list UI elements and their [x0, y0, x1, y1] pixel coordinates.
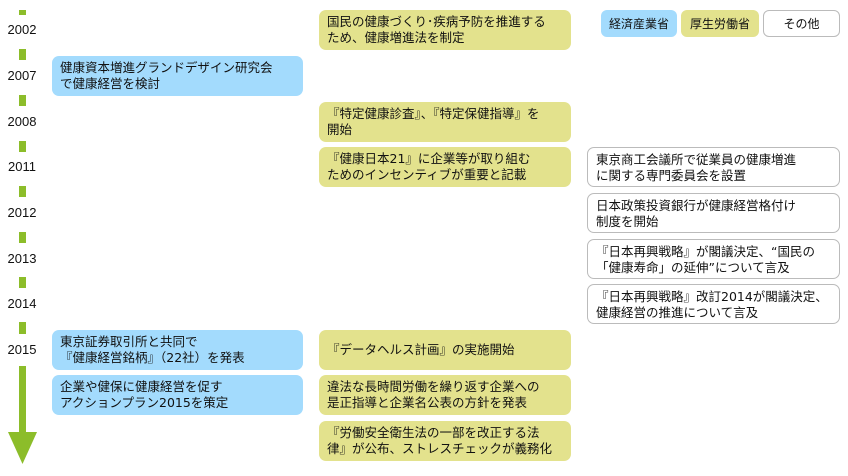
event-text: ため、健康増進法を制定	[327, 30, 465, 45]
event-text: 日本政策投資銀行が健康経営格付け	[596, 198, 797, 213]
event-text: 国民の健康づくり･疾病予防を推進する	[327, 14, 546, 29]
event-card: 日本政策投資銀行が健康経営格付け制度を開始	[587, 193, 840, 233]
event-card: 健康資本増進グランドデザイン研究会で健康経営を検討	[52, 56, 303, 96]
event-text: ためのインセンティブが重要と記載	[327, 167, 527, 182]
event-card: 国民の健康づくり･疾病予防を推進するため、健康増進法を制定	[319, 10, 571, 50]
year-label: 2014	[7, 296, 37, 311]
event-text: 『データヘルス計画』の実施開始	[327, 342, 515, 357]
event-text: 「健康寿命」の延伸”について言及	[596, 260, 790, 275]
event-card: 『日本再興戦略』改訂2014が閣議決定、健康経営の推進について言及	[587, 284, 840, 324]
legend-other: その他	[763, 10, 840, 37]
event-text: に関する専門委員会を設置	[596, 168, 747, 183]
event-text: 『日本再興戦略』が閣議決定、“国民の	[596, 244, 815, 259]
event-card: 東京証券取引所と共同で『健康経営銘柄』（22社）を発表	[52, 330, 303, 370]
event-text: 是正指導と企業名公表の方針を発表	[327, 395, 528, 410]
event-text: 『健康日本21』に企業等が取り組む	[327, 151, 531, 166]
year-label: 2007	[7, 68, 37, 83]
year-label: 2011	[8, 159, 36, 174]
timeline-segment	[19, 49, 26, 60]
event-text: 東京商工会議所で従業員の健康増進	[596, 152, 797, 167]
event-text: 東京証券取引所と共同で	[60, 334, 198, 349]
event-text: 健康資本増進グランドデザイン研究会	[60, 60, 273, 75]
legend-mhlw: 厚生労働省	[681, 10, 759, 37]
event-card: 『健康日本21』に企業等が取り組むためのインセンティブが重要と記載	[319, 147, 571, 187]
event-card: 『データヘルス計画』の実施開始	[319, 330, 571, 370]
event-text: 『日本再興戦略』改訂2014が閣議決定、	[596, 289, 828, 304]
legend-meti: 経済産業省	[601, 10, 677, 37]
arrow-down-icon	[8, 432, 37, 464]
timeline-segment	[19, 186, 26, 197]
event-text: 健康経営の推進について言及	[596, 305, 759, 320]
timeline-segment	[19, 95, 26, 106]
event-text: 『特定健康診査』、『特定保健指導』を	[327, 106, 540, 121]
timeline-segment	[19, 277, 26, 288]
year-label: 2008	[7, 114, 37, 129]
event-text: アクションプラン2015を策定	[60, 395, 229, 410]
event-text: 違法な長時間労働を繰り返す企業への	[327, 379, 540, 394]
event-text: 律』が公布、ストレスチェックが義務化	[327, 441, 553, 456]
event-text: 企業や健保に健康経営を促す	[60, 379, 223, 394]
timeline-segment	[19, 10, 26, 15]
event-text: 『労働安全衛生法の一部を改正する法	[327, 425, 540, 440]
timeline-segment	[19, 232, 26, 243]
event-text: 開始	[327, 122, 353, 137]
year-label: 2015	[7, 342, 37, 357]
timeline-segment	[19, 366, 26, 436]
year-label: 2013	[7, 251, 37, 266]
event-card: 違法な長時間労働を繰り返す企業への是正指導と企業名公表の方針を発表	[319, 375, 571, 415]
event-card: 東京商工会議所で従業員の健康増進に関する専門委員会を設置	[587, 147, 840, 187]
timeline-segment	[19, 141, 26, 152]
event-text: 制度を開始	[596, 214, 659, 229]
year-label: 2012	[7, 205, 37, 220]
year-label: 2002	[7, 22, 37, 37]
event-card: 『日本再興戦略』が閣議決定、“国民の「健康寿命」の延伸”について言及	[587, 239, 840, 279]
event-text: 『健康経営銘柄』（22社）を発表	[60, 350, 245, 365]
event-text: で健康経営を検討	[60, 76, 161, 91]
timeline-segment	[19, 322, 26, 334]
event-card: 『労働安全衛生法の一部を改正する法律』が公布、ストレスチェックが義務化	[319, 421, 571, 461]
event-card: 企業や健保に健康経営を促すアクションプラン2015を策定	[52, 375, 303, 415]
event-card: 『特定健康診査』、『特定保健指導』を開始	[319, 102, 571, 142]
